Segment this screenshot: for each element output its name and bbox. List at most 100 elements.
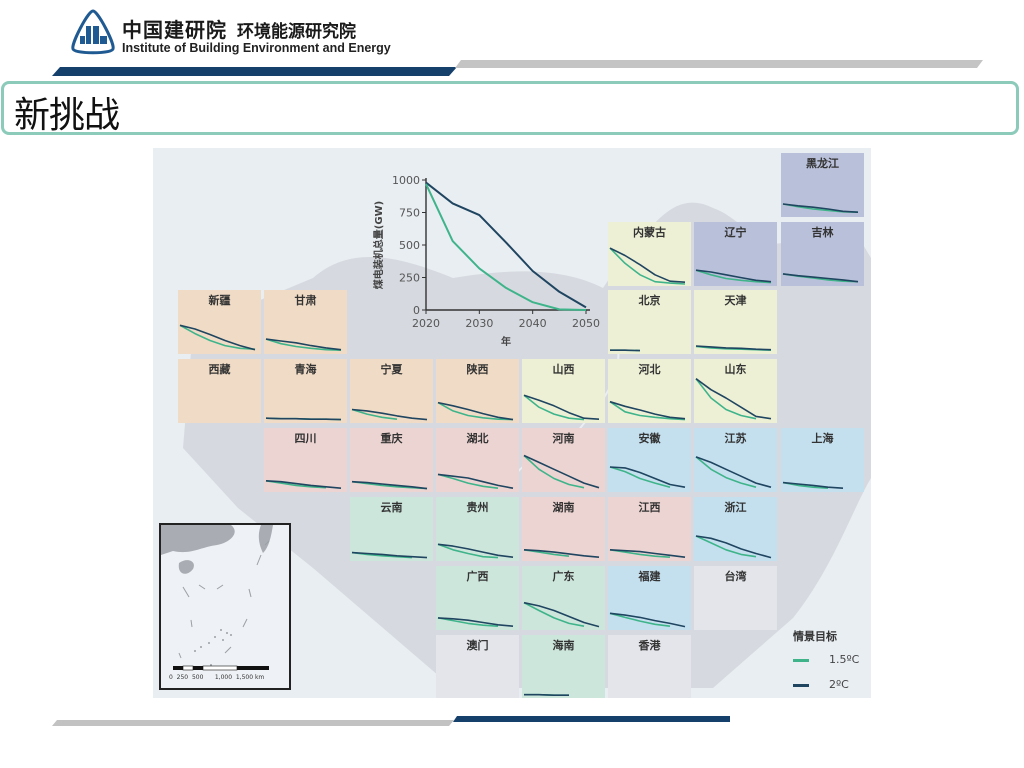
province-name: 海南 [552,639,575,652]
province-name: 上海 [811,432,834,445]
scale-label: 1,500 km [235,674,265,681]
province-tile: 江西 [608,497,691,561]
province-name: 四川 [294,432,317,445]
province-name: 青海 [294,363,317,376]
province-tile: 新疆 [178,290,261,354]
province-tile: 重庆 [350,428,433,492]
province-tile: 香港 [608,635,691,698]
province-tile: 山东 [694,359,777,423]
province-tile: 河南 [522,428,605,492]
province-tile: 澳门 [436,635,519,698]
province-name: 山西 [552,363,575,376]
province-sparkline [524,693,569,697]
svg-text:2030: 2030 [465,317,493,330]
scale-label: 500 [191,674,204,681]
province-name: 黑龙江 [806,157,839,170]
province-tile: 北京 [608,290,691,354]
province-tile: 上海 [781,428,864,492]
province-tile: 海南 [522,635,605,698]
province-tile: 福建 [608,566,691,630]
province-sparkline [351,480,428,490]
province-sparkline [610,349,641,352]
legend-label: 2ºC [829,678,849,691]
scale-bar [173,665,269,671]
legend-swatch-green [793,659,809,662]
header-gray-bar [455,60,983,68]
province-tile: 甘肃 [264,290,347,354]
svg-text:2050: 2050 [572,317,600,330]
province-tile: 浙江 [694,497,777,561]
province-tile: 陕西 [436,359,519,423]
province-tile: 内蒙古 [608,222,691,286]
legend-title: 情景目标 [793,630,837,643]
svg-text:2020: 2020 [412,317,440,330]
province-name: 江苏 [724,432,747,445]
province-sparkline [523,394,600,421]
svg-text:0: 0 [413,304,420,317]
province-sparkline [782,203,859,213]
province-name: 广东 [552,570,575,583]
province-name: 甘肃 [294,294,317,307]
province-name: 北京 [638,294,661,307]
province-name: 山东 [724,363,747,376]
province-sparkline [609,466,686,488]
province-name: 贵州 [466,501,489,514]
institute-logo-icon [71,9,115,55]
province-name: 台湾 [724,570,747,583]
org-name-en: Institute of Building Environment and En… [122,41,391,55]
province-sparkline [351,551,428,559]
scale-label: 250 [176,674,189,681]
province-tile: 广东 [522,566,605,630]
province-name: 浙江 [724,501,747,514]
province-sparkline [437,473,514,489]
province-name: 江西 [638,501,661,514]
province-sparkline [695,456,772,488]
province-tile: 宁夏 [350,359,433,423]
province-sparkline [351,408,428,421]
province-sparkline [523,454,600,489]
province-sparkline [179,324,256,351]
header-blue-bar [52,67,457,76]
province-sparkline [265,417,342,421]
legend: 情景目标 1.5ºC 2ºC [789,628,869,698]
svg-text:煤电装机总量(GW): 煤电装机总量(GW) [372,201,385,289]
legend-item-2c: 2ºC [793,678,871,692]
province-tile: 山西 [522,359,605,423]
province-sparkline [695,535,772,559]
province-sparkline [695,345,772,351]
province-sparkline [695,378,772,420]
legend-swatch-dark [793,684,809,687]
province-sparkline [265,480,342,489]
province-name: 重庆 [380,432,403,445]
province-name: 安徽 [638,432,661,445]
province-tile: 辽宁 [694,222,777,286]
south-china-sea-inset-map: 0 250 500 1,000 1,500 km [159,523,291,690]
province-tile: 湖北 [436,428,519,492]
province-tile: 西藏 [178,359,261,423]
province-name: 陕西 [466,363,489,376]
province-name: 广西 [466,570,489,583]
province-name: 西藏 [208,363,231,376]
province-sparkline [265,338,342,351]
province-sparkline [437,617,514,627]
province-tile: 台湾 [694,566,777,630]
page-title: 新挑战 [14,95,120,136]
scale-labels: 0 250 500 1,000 1,500 km [169,674,264,681]
province-tile: 吉林 [781,222,864,286]
province-tile: 江苏 [694,428,777,492]
province-sparkline [523,601,600,628]
province-sparkline [695,269,772,284]
province-name: 河北 [638,363,661,376]
province-name: 云南 [380,501,403,514]
province-tile: 安徽 [608,428,691,492]
province-name: 湖北 [466,432,489,445]
province-tile: 贵州 [436,497,519,561]
province-tile: 四川 [264,428,347,492]
svg-text:年: 年 [501,335,511,348]
province-name: 内蒙古 [633,226,666,239]
province-tile: 黑龙江 [781,153,864,217]
province-tile: 湖南 [522,497,605,561]
province-name: 湖南 [552,501,575,514]
province-sparkline [609,612,686,628]
